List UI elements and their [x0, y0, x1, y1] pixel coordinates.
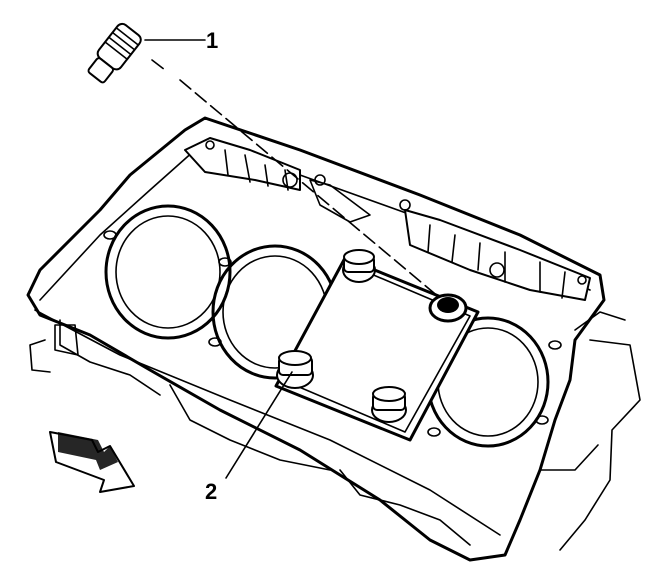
stud-centerline	[151, 59, 441, 299]
guide-bushing-hole	[428, 293, 468, 323]
callout-label-2: 2	[205, 479, 218, 504]
cylinder-bores	[103, 204, 562, 448]
fixture-bolt-2	[276, 350, 314, 389]
front-direction-arrow-icon	[49, 431, 135, 493]
leader-line-2	[225, 371, 293, 479]
lifter-valley	[184, 137, 591, 301]
fixture-bolt-lower	[371, 386, 407, 423]
fixture-bolt-upper	[342, 249, 376, 283]
drill-fixture-plate-icon	[274, 256, 480, 442]
guide-stud-icon	[87, 22, 142, 84]
callout-label-1: 1	[206, 28, 219, 53]
